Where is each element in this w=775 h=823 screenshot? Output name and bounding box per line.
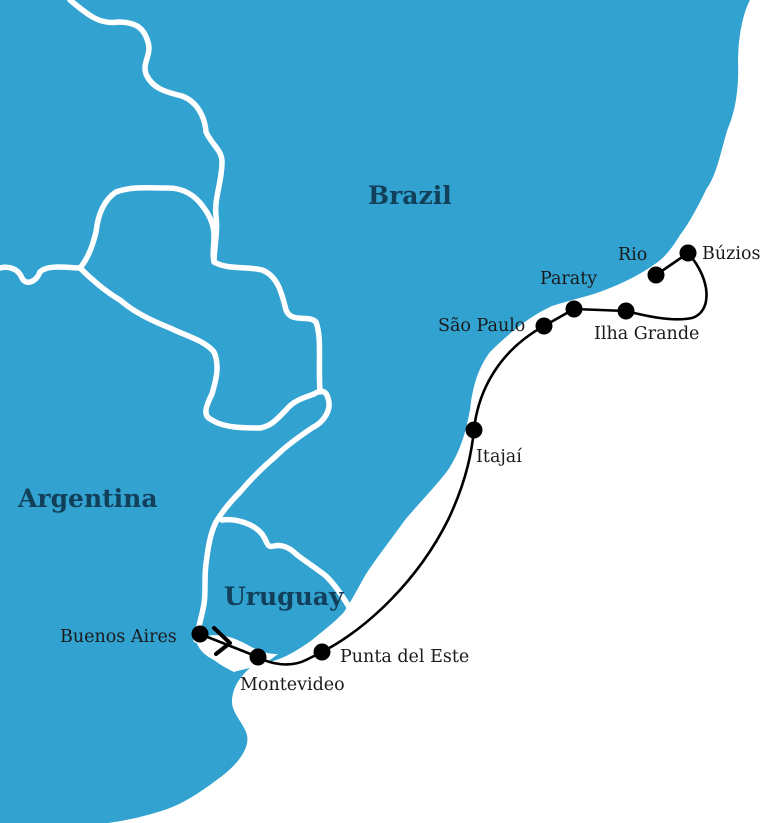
stop-marker-montevideo <box>249 648 267 666</box>
land-mass <box>0 0 750 823</box>
city-label-buzios: Búzios <box>702 244 760 264</box>
route-direction-arrow <box>212 626 232 656</box>
stop-marker-itajai <box>465 421 483 439</box>
country-label-argentina: Argentina <box>17 484 158 513</box>
stop-marker-rio <box>647 266 665 284</box>
stop-marker-punta-del-este <box>313 643 331 661</box>
city-label-itajai: Itajaí <box>476 447 522 467</box>
stop-marker-sao-paulo <box>535 317 553 335</box>
country-label-brazil: Brazil <box>368 181 452 210</box>
coastal-water <box>352 330 526 612</box>
stop-marker-buzios <box>679 244 697 262</box>
city-label-buenos-aires: Buenos Aires <box>60 627 177 647</box>
city-label-sao-paulo: São Paulo <box>438 316 525 336</box>
city-label-montevideo: Montevideo <box>240 675 345 695</box>
country-label-uruguay: Uruguay <box>224 582 345 611</box>
country-borders <box>0 0 355 643</box>
city-label-punta-del-este: Punta del Este <box>340 647 469 667</box>
city-label-rio: Rio <box>618 245 647 265</box>
city-label-paraty: Paraty <box>540 269 597 289</box>
stop-marker-buenos-aires <box>191 625 209 643</box>
stop-marker-ilha-grande <box>617 302 635 320</box>
stop-markers <box>191 244 697 666</box>
stop-marker-paraty <box>565 300 583 318</box>
city-label-ilha-grande: Ilha Grande <box>594 324 699 344</box>
